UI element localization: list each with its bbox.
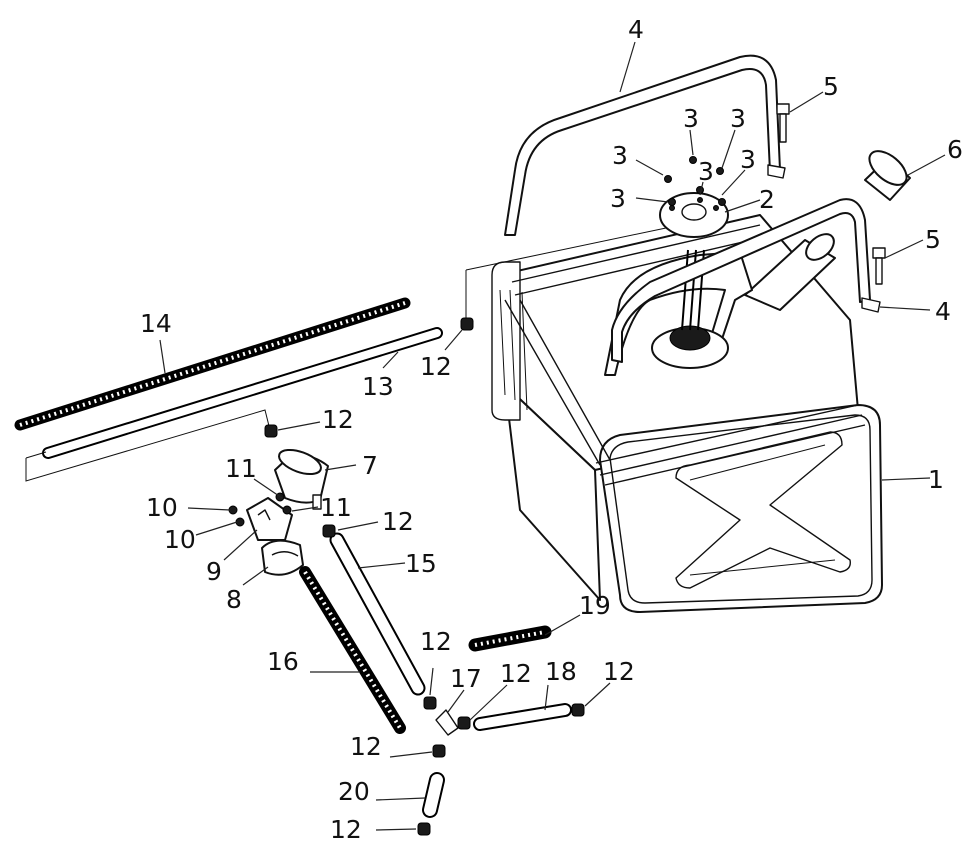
filter-clamp [261, 539, 304, 576]
callout-12-c: 12 [382, 507, 414, 536]
routing-line [25, 227, 667, 482]
corrugated-hose-19 [468, 625, 552, 652]
callout-3-c: 3 [612, 141, 628, 170]
callout-5-top: 5 [823, 72, 839, 101]
callout-4-top: 4 [628, 15, 644, 44]
callout-14: 14 [140, 309, 172, 338]
fuel-tube-long [42, 327, 443, 459]
callout-3-a: 3 [683, 104, 699, 133]
fuel-filter [274, 448, 329, 510]
callout-12-f: 12 [603, 657, 635, 686]
callout-7: 7 [362, 451, 378, 480]
fuel-tube-18 [473, 703, 572, 731]
tank-strap-lower [611, 198, 881, 363]
callout-1: 1 [928, 465, 944, 494]
callout-12-d: 12 [420, 627, 452, 656]
callout-labels: 4 5 3 3 3 3 3 3 2 6 5 4 1 14 13 12 12 7 … [140, 15, 963, 844]
strap-bolt-upper [776, 103, 790, 143]
flange-screws [664, 156, 726, 206]
fuel-tube-15 [329, 532, 426, 696]
corrugated-hose-long [14, 297, 411, 431]
callout-2: 2 [759, 185, 775, 214]
callout-15: 15 [405, 549, 437, 578]
callout-8: 8 [226, 585, 242, 614]
callout-20: 20 [338, 777, 370, 806]
callout-17: 17 [450, 664, 482, 693]
corrugated-hose-16 [299, 566, 406, 734]
callout-3-e: 3 [698, 157, 714, 186]
callout-11-a: 11 [225, 454, 257, 483]
tank-strap-upper [504, 54, 786, 236]
callout-12-h: 12 [330, 815, 362, 844]
callout-12-a: 12 [420, 352, 452, 381]
leader-lines [159, 41, 946, 831]
fuel-tube-20 [422, 772, 445, 818]
callout-12-b: 12 [322, 405, 354, 434]
callout-9: 9 [206, 557, 222, 586]
callout-18: 18 [545, 657, 577, 686]
callout-11-b: 11 [320, 493, 352, 522]
hose-clamps [264, 317, 585, 836]
callout-4-right: 4 [935, 297, 951, 326]
sender-flange [659, 192, 729, 238]
callout-12-g: 12 [350, 732, 382, 761]
strap-bolt-lower [872, 247, 886, 285]
fuel-tank [491, 214, 883, 613]
callout-16: 16 [267, 647, 299, 676]
callout-3-f: 3 [610, 184, 626, 213]
callout-5-right: 5 [925, 225, 941, 254]
filter-bracket [246, 497, 293, 541]
callout-10-a: 10 [146, 493, 178, 522]
callout-13: 13 [362, 372, 394, 401]
callout-3-d: 3 [740, 145, 756, 174]
callout-12-e: 12 [500, 659, 532, 688]
callout-6: 6 [947, 135, 963, 164]
fuel-cap [864, 150, 911, 201]
callout-10-b: 10 [164, 525, 196, 554]
tee-fitting [435, 709, 459, 736]
callout-3-b: 3 [730, 104, 746, 133]
callout-19: 19 [579, 591, 611, 620]
